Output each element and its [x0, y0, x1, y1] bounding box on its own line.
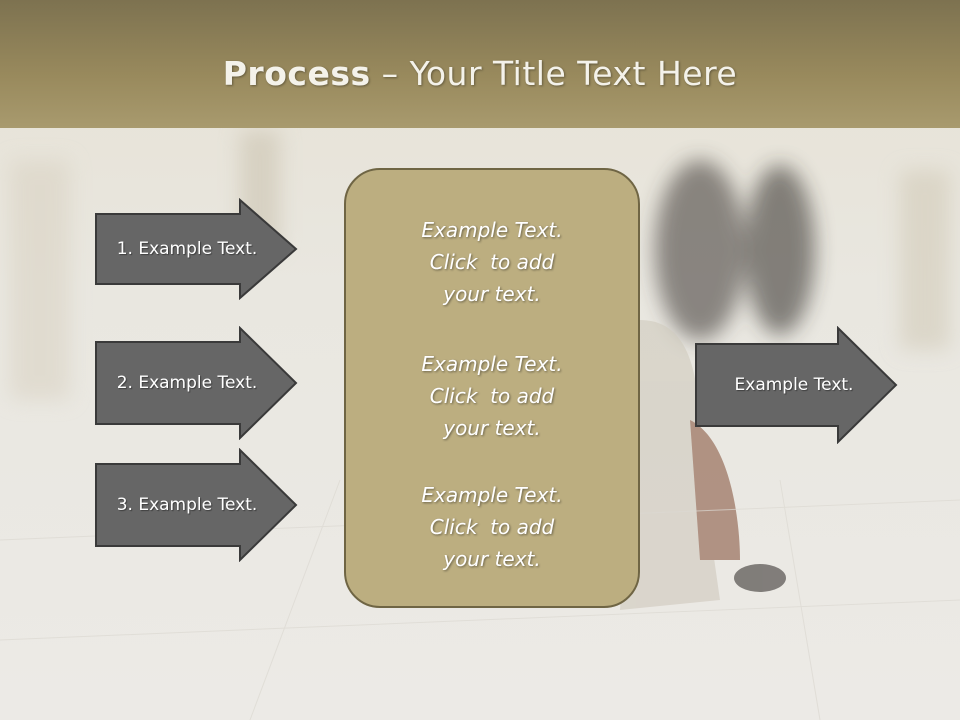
title-band	[0, 0, 960, 128]
arrow-shape	[695, 326, 898, 444]
block-line: Example Text.	[421, 352, 563, 376]
center-text-box[interactable]: Example Text. Click to add your text. Ex…	[344, 168, 640, 608]
arrow-label: Example Text.	[734, 375, 854, 395]
title-rest: – Your Title Text Here	[370, 54, 738, 93]
page-title: Process – Your Title Text Here	[0, 54, 960, 94]
output-arrow[interactable]: Example Text.	[694, 326, 900, 444]
title-bold: Process	[222, 54, 371, 93]
block-line: Example Text.	[421, 218, 563, 242]
arrow-shape	[95, 198, 298, 300]
arrow-label: 1. Example Text.	[116, 239, 258, 259]
arrow-shape	[95, 326, 298, 440]
block-line: Click to add	[429, 250, 555, 274]
process-arrow-3[interactable]: 3. Example Text.	[94, 448, 300, 562]
text-block-3: Example Text. Click to add your text.	[346, 479, 638, 575]
block-line: your text.	[443, 282, 541, 306]
block-line: your text.	[443, 416, 541, 440]
text-block-2: Example Text. Click to add your text.	[346, 348, 638, 444]
block-line: your text.	[443, 547, 541, 571]
block-line: Click to add	[429, 384, 555, 408]
process-arrow-1[interactable]: 1. Example Text.	[94, 198, 300, 300]
arrow-label: 2. Example Text.	[116, 373, 258, 393]
arrow-label: 3. Example Text.	[116, 495, 258, 515]
text-block-1: Example Text. Click to add your text.	[346, 214, 638, 310]
block-line: Example Text.	[421, 483, 563, 507]
block-line: Click to add	[429, 515, 555, 539]
process-arrow-2[interactable]: 2. Example Text.	[94, 326, 300, 440]
arrow-shape	[95, 448, 298, 562]
